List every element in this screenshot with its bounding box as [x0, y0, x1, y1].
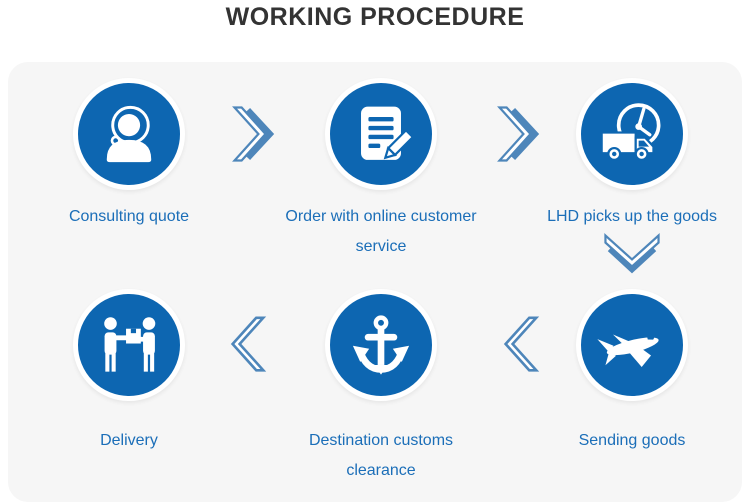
chevron-right-icon: [232, 106, 275, 162]
step-label: Delivery: [100, 432, 158, 449]
truck-clock-icon: [576, 78, 688, 190]
step-sending-goods: Sending goods: [507, 289, 750, 456]
step-label: LHD picks up the goods: [547, 208, 717, 225]
chevron-left-icon: [230, 316, 267, 372]
step-consulting-quote: Consulting quote: [4, 78, 254, 232]
anchor-icon: [325, 289, 437, 401]
airplane-icon: [576, 289, 688, 401]
step-delivery: Delivery: [4, 289, 254, 456]
chevron-right-icon: [497, 106, 540, 162]
page-title: WORKING PROCEDURE: [225, 3, 525, 31]
step-label: Sending goods: [578, 432, 686, 449]
step-label: Order with online customer service: [285, 208, 477, 255]
step-lhd-picks-up-goods: LHD picks up the goods: [507, 78, 750, 232]
order-document-pencil-icon: [325, 78, 437, 190]
step-destination-customs-clearance: Destination customs clearance: [256, 289, 506, 486]
headset-icon: [73, 78, 185, 190]
step-label: Consulting quote: [68, 208, 190, 225]
delivery-handover-icon: [73, 289, 185, 401]
chevron-left-icon: [503, 316, 540, 372]
step-label: Destination customs clearance: [308, 432, 454, 479]
chevron-down-icon: [604, 233, 660, 274]
step-order-online-customer-service: Order with online customer service: [256, 78, 506, 262]
